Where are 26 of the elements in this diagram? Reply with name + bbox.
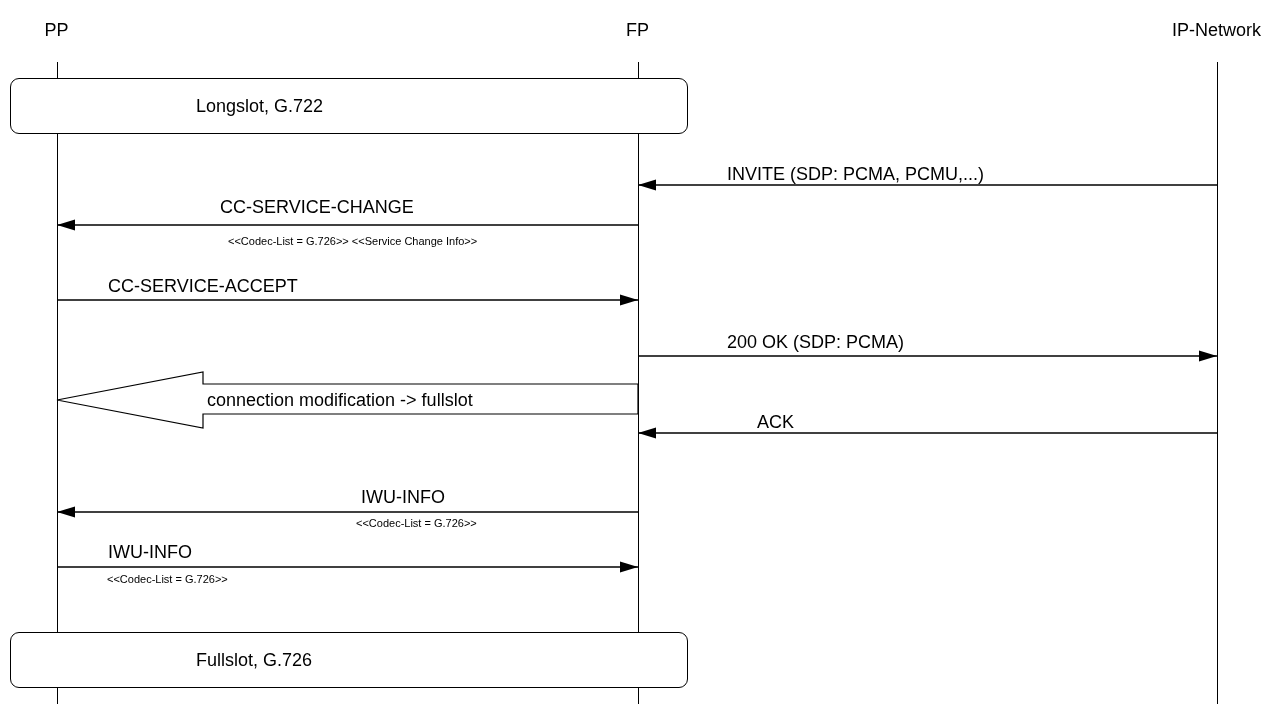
block-arrow [56,371,639,429]
lifeline-label: FP [626,20,649,40]
lifeline-label: IP-Network [1172,20,1261,40]
message-arrow [56,294,639,306]
message-label: 200 OK (SDP: PCMA) [727,332,905,352]
message-arrow [56,219,639,231]
parameter-note: <<Codec-List = G.726>> [356,517,477,530]
lifeline-label: PP [44,20,69,40]
message-arrow [637,350,1218,362]
message-label: CC-SERVICE-ACCEPT [108,276,298,296]
parameter-note: <<Codec-List = G.726>> [107,573,228,586]
message-arrow [56,561,639,573]
message-label: connection modification -> fullslot [207,390,473,410]
state-box [10,78,688,134]
parameter-note: <<Codec-List = G.726>> <<Service Change Info>> [228,235,478,248]
message-label: INVITE (SDP: PCMA, PCMU,...) [727,164,985,184]
message-arrow [637,427,1218,439]
message-label: ACK [757,412,794,432]
state-box [10,632,688,688]
message-label: IWU-INFO [108,542,192,562]
message-arrow [637,179,1218,191]
box-text: Longslot, G.722 [196,96,324,116]
message-label: IWU-INFO [361,487,445,507]
box-text: Fullslot, G.726 [196,650,313,670]
message-label: CC-SERVICE-CHANGE [220,197,414,217]
message-arrow [56,506,639,518]
